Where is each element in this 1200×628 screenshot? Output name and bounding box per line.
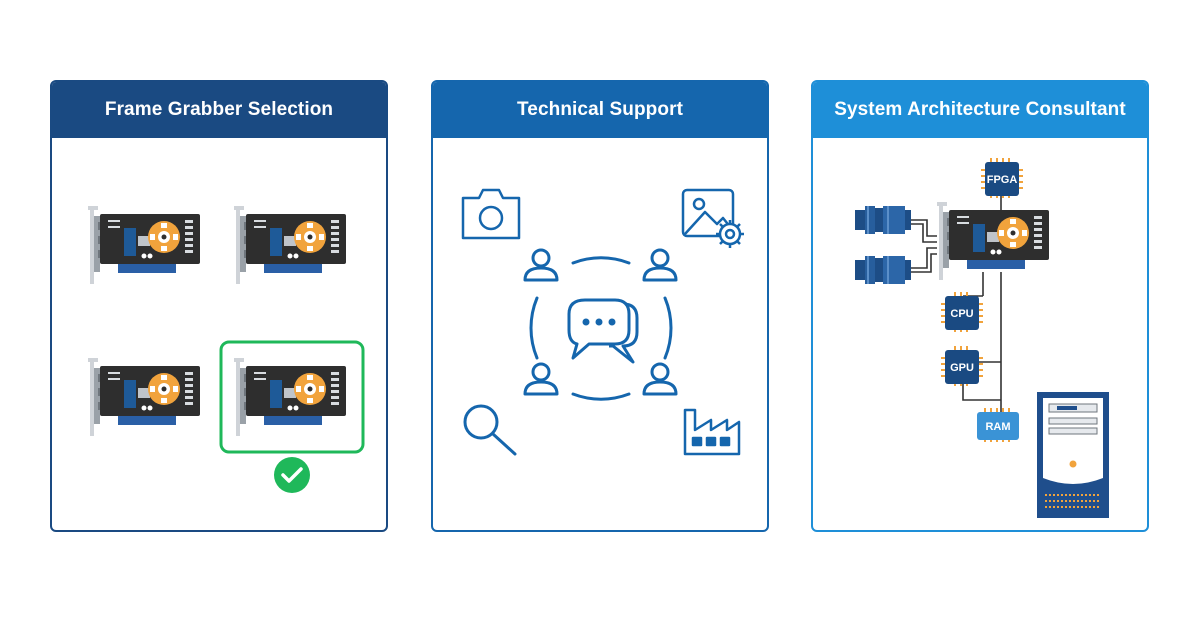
chip-label-cpu: CPU xyxy=(950,308,973,320)
chip-label-fpga: FPGA xyxy=(987,174,1018,186)
system-architecture-illustration: FPGA CPU xyxy=(855,158,1109,518)
collaboration-ring xyxy=(529,256,673,401)
person-icon xyxy=(523,362,559,396)
person-icon xyxy=(642,362,678,396)
frame-grabber-card xyxy=(937,202,1049,280)
chat-bubbles-icon xyxy=(567,298,639,364)
person-icon xyxy=(523,248,559,282)
camera-icon xyxy=(855,256,911,284)
factory-icon xyxy=(683,408,741,456)
ram-chip: RAM xyxy=(977,408,1019,442)
panel-title: System Architecture Consultant xyxy=(813,82,1147,138)
panel-technical-support: Technical Support xyxy=(431,80,769,532)
pc-tower-icon xyxy=(1037,392,1109,518)
gpu-chip: GPU xyxy=(941,346,983,386)
chip-label-ram: RAM xyxy=(985,421,1010,433)
panel-frame-grabber-selection: Frame Grabber Selection xyxy=(50,80,388,532)
person-icon xyxy=(642,248,678,282)
panel-title: Technical Support xyxy=(433,82,767,138)
search-icon xyxy=(463,404,517,456)
frame-grabber-card[interactable] xyxy=(88,206,200,284)
panel-title: Frame Grabber Selection xyxy=(52,82,386,138)
frame-grabber-card[interactable] xyxy=(88,358,200,436)
check-icon xyxy=(274,457,310,493)
image-settings-icon xyxy=(681,188,744,248)
frame-grabber-card[interactable] xyxy=(234,206,346,284)
frame-grabber-card-selected[interactable] xyxy=(234,358,346,436)
technical-support-illustration xyxy=(461,188,744,456)
camera-icon xyxy=(461,188,521,240)
chip-label-gpu: GPU xyxy=(950,362,974,374)
selection-frame xyxy=(219,340,365,454)
cpu-chip: CPU xyxy=(941,292,983,332)
camera-icon xyxy=(855,206,911,234)
panel-system-architecture-consultant: System Architecture Consultant xyxy=(811,80,1149,532)
fpga-chip: FPGA xyxy=(981,158,1023,198)
frame-grabber-illustration xyxy=(88,206,365,493)
